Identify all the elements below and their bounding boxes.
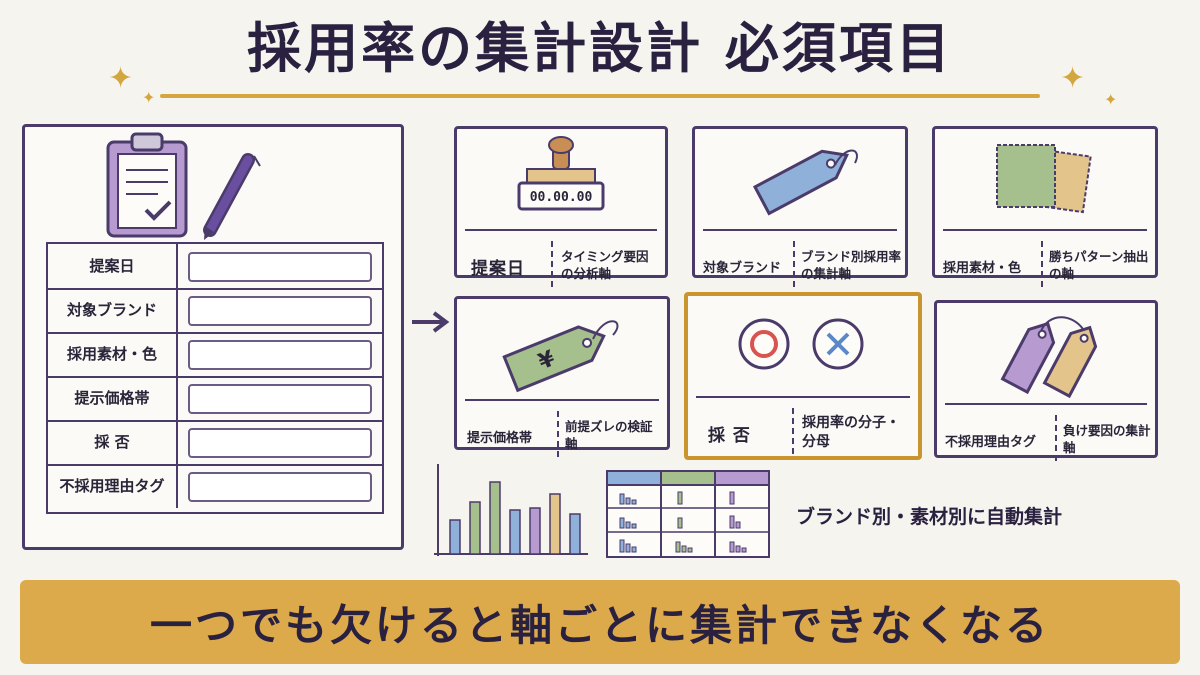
title-underline xyxy=(160,94,1040,98)
form-row: 対象ブランド xyxy=(48,288,382,334)
card-separator xyxy=(1055,415,1057,461)
form-label: 提案日 xyxy=(48,244,178,288)
card-target-brand: 対象ブランド ブランド別採用率の集計軸 xyxy=(692,126,908,287)
card-separator xyxy=(557,411,559,457)
form-label: 採 否 xyxy=(48,420,178,464)
card-adoption-result: 採 否 採用率の分子・分母 xyxy=(684,292,922,460)
card-label: 採 否 xyxy=(708,425,751,446)
card-proposal-date: 00.00.00 提案日 タイミング要因の分析軸 xyxy=(454,126,668,287)
form-table: 提案日 対象ブランド 採用素材・色 提示価格帯 採 否 不採用理由タグ xyxy=(46,242,384,514)
card-description: 勝ちパターン抽出の軸 xyxy=(1049,249,1149,281)
card-separator xyxy=(1041,241,1043,287)
clipboard-icon xyxy=(106,132,188,238)
page-title: 採用率の集計設計 必須項目 xyxy=(247,17,953,80)
pen-icon xyxy=(203,153,261,240)
summary-table-icon xyxy=(606,470,770,558)
card-label: 提案日 xyxy=(471,258,525,279)
sparkle-icon: ✦ xyxy=(1060,61,1086,96)
form-input-field[interactable] xyxy=(188,428,372,458)
form-input-field[interactable] xyxy=(188,296,372,326)
sparkle-icon: ✦ xyxy=(108,61,134,96)
card-description: 採用率の分子・分母 xyxy=(802,415,900,450)
card-divider xyxy=(696,396,910,398)
card-description: 前提ズレの検証軸 xyxy=(565,419,653,451)
card-label: 提示価格帯 xyxy=(467,430,533,446)
form-row: 提案日 xyxy=(48,244,382,290)
card-divider xyxy=(943,229,1147,231)
card-separator xyxy=(551,241,553,287)
form-row: 採 否 xyxy=(48,420,382,466)
card-divider xyxy=(465,229,657,231)
form-row: 採用素材・色 xyxy=(48,332,382,378)
sparkle-icon: ✦ xyxy=(142,88,156,107)
card-description: ブランド別採用率の集計軸 xyxy=(801,249,902,281)
arrow-right-icon xyxy=(412,311,450,333)
card-description: 負け要因の集計軸 xyxy=(1063,423,1151,455)
form-row: 提示価格帯 xyxy=(48,376,382,422)
brand-tag-icon xyxy=(752,149,858,216)
card-divider xyxy=(945,403,1147,405)
card-price-range: ¥ 提示価格帯 前提ズレの検証軸 xyxy=(454,296,670,457)
banner-text: 一つでも欠けると軸ごとに集計できなくなる xyxy=(149,600,1050,650)
card-rejection-reason: 不採用理由タグ 負け要因の集計軸 xyxy=(934,300,1158,461)
form-label: 提示価格帯 xyxy=(48,376,178,420)
form-label: 採用素材・色 xyxy=(48,332,178,376)
warning-banner: 一つでも欠けると軸ごとに集計できなくなる xyxy=(20,580,1180,664)
reason-tags-icon xyxy=(1000,316,1098,399)
sparkle-icon: ✦ xyxy=(1104,90,1118,109)
card-material-color: 採用素材・色 勝ちパターン抽出の軸 xyxy=(932,126,1158,287)
form-row: 不採用理由タグ xyxy=(48,464,382,508)
form-label: 対象ブランド xyxy=(48,288,178,332)
bar-chart-icon xyxy=(434,464,588,556)
card-divider xyxy=(465,399,659,401)
fabric-swatch-icon xyxy=(996,144,1092,214)
card-divider xyxy=(703,229,897,231)
card-separator xyxy=(792,408,794,454)
card-label: 不採用理由タグ xyxy=(945,434,1037,450)
form-label: 不採用理由タグ xyxy=(48,464,178,508)
circle-cross-icon xyxy=(738,318,864,370)
card-label: 採用素材・色 xyxy=(943,260,1022,276)
card-label: 対象ブランド xyxy=(703,260,782,276)
card-separator xyxy=(793,241,795,287)
price-tag-icon: ¥ xyxy=(502,320,619,393)
auto-aggregate-caption: ブランド別・素材別に自動集計 xyxy=(796,506,1063,528)
form-input-field[interactable] xyxy=(188,384,372,414)
card-description: タイミング要因の分析軸 xyxy=(561,249,649,281)
form-input-field[interactable] xyxy=(188,340,372,370)
stamp-date-text: 00.00.00 xyxy=(530,190,593,205)
date-stamp-icon: 00.00.00 xyxy=(517,136,605,211)
form-input-field[interactable] xyxy=(188,472,372,502)
form-input-field[interactable] xyxy=(188,252,372,282)
